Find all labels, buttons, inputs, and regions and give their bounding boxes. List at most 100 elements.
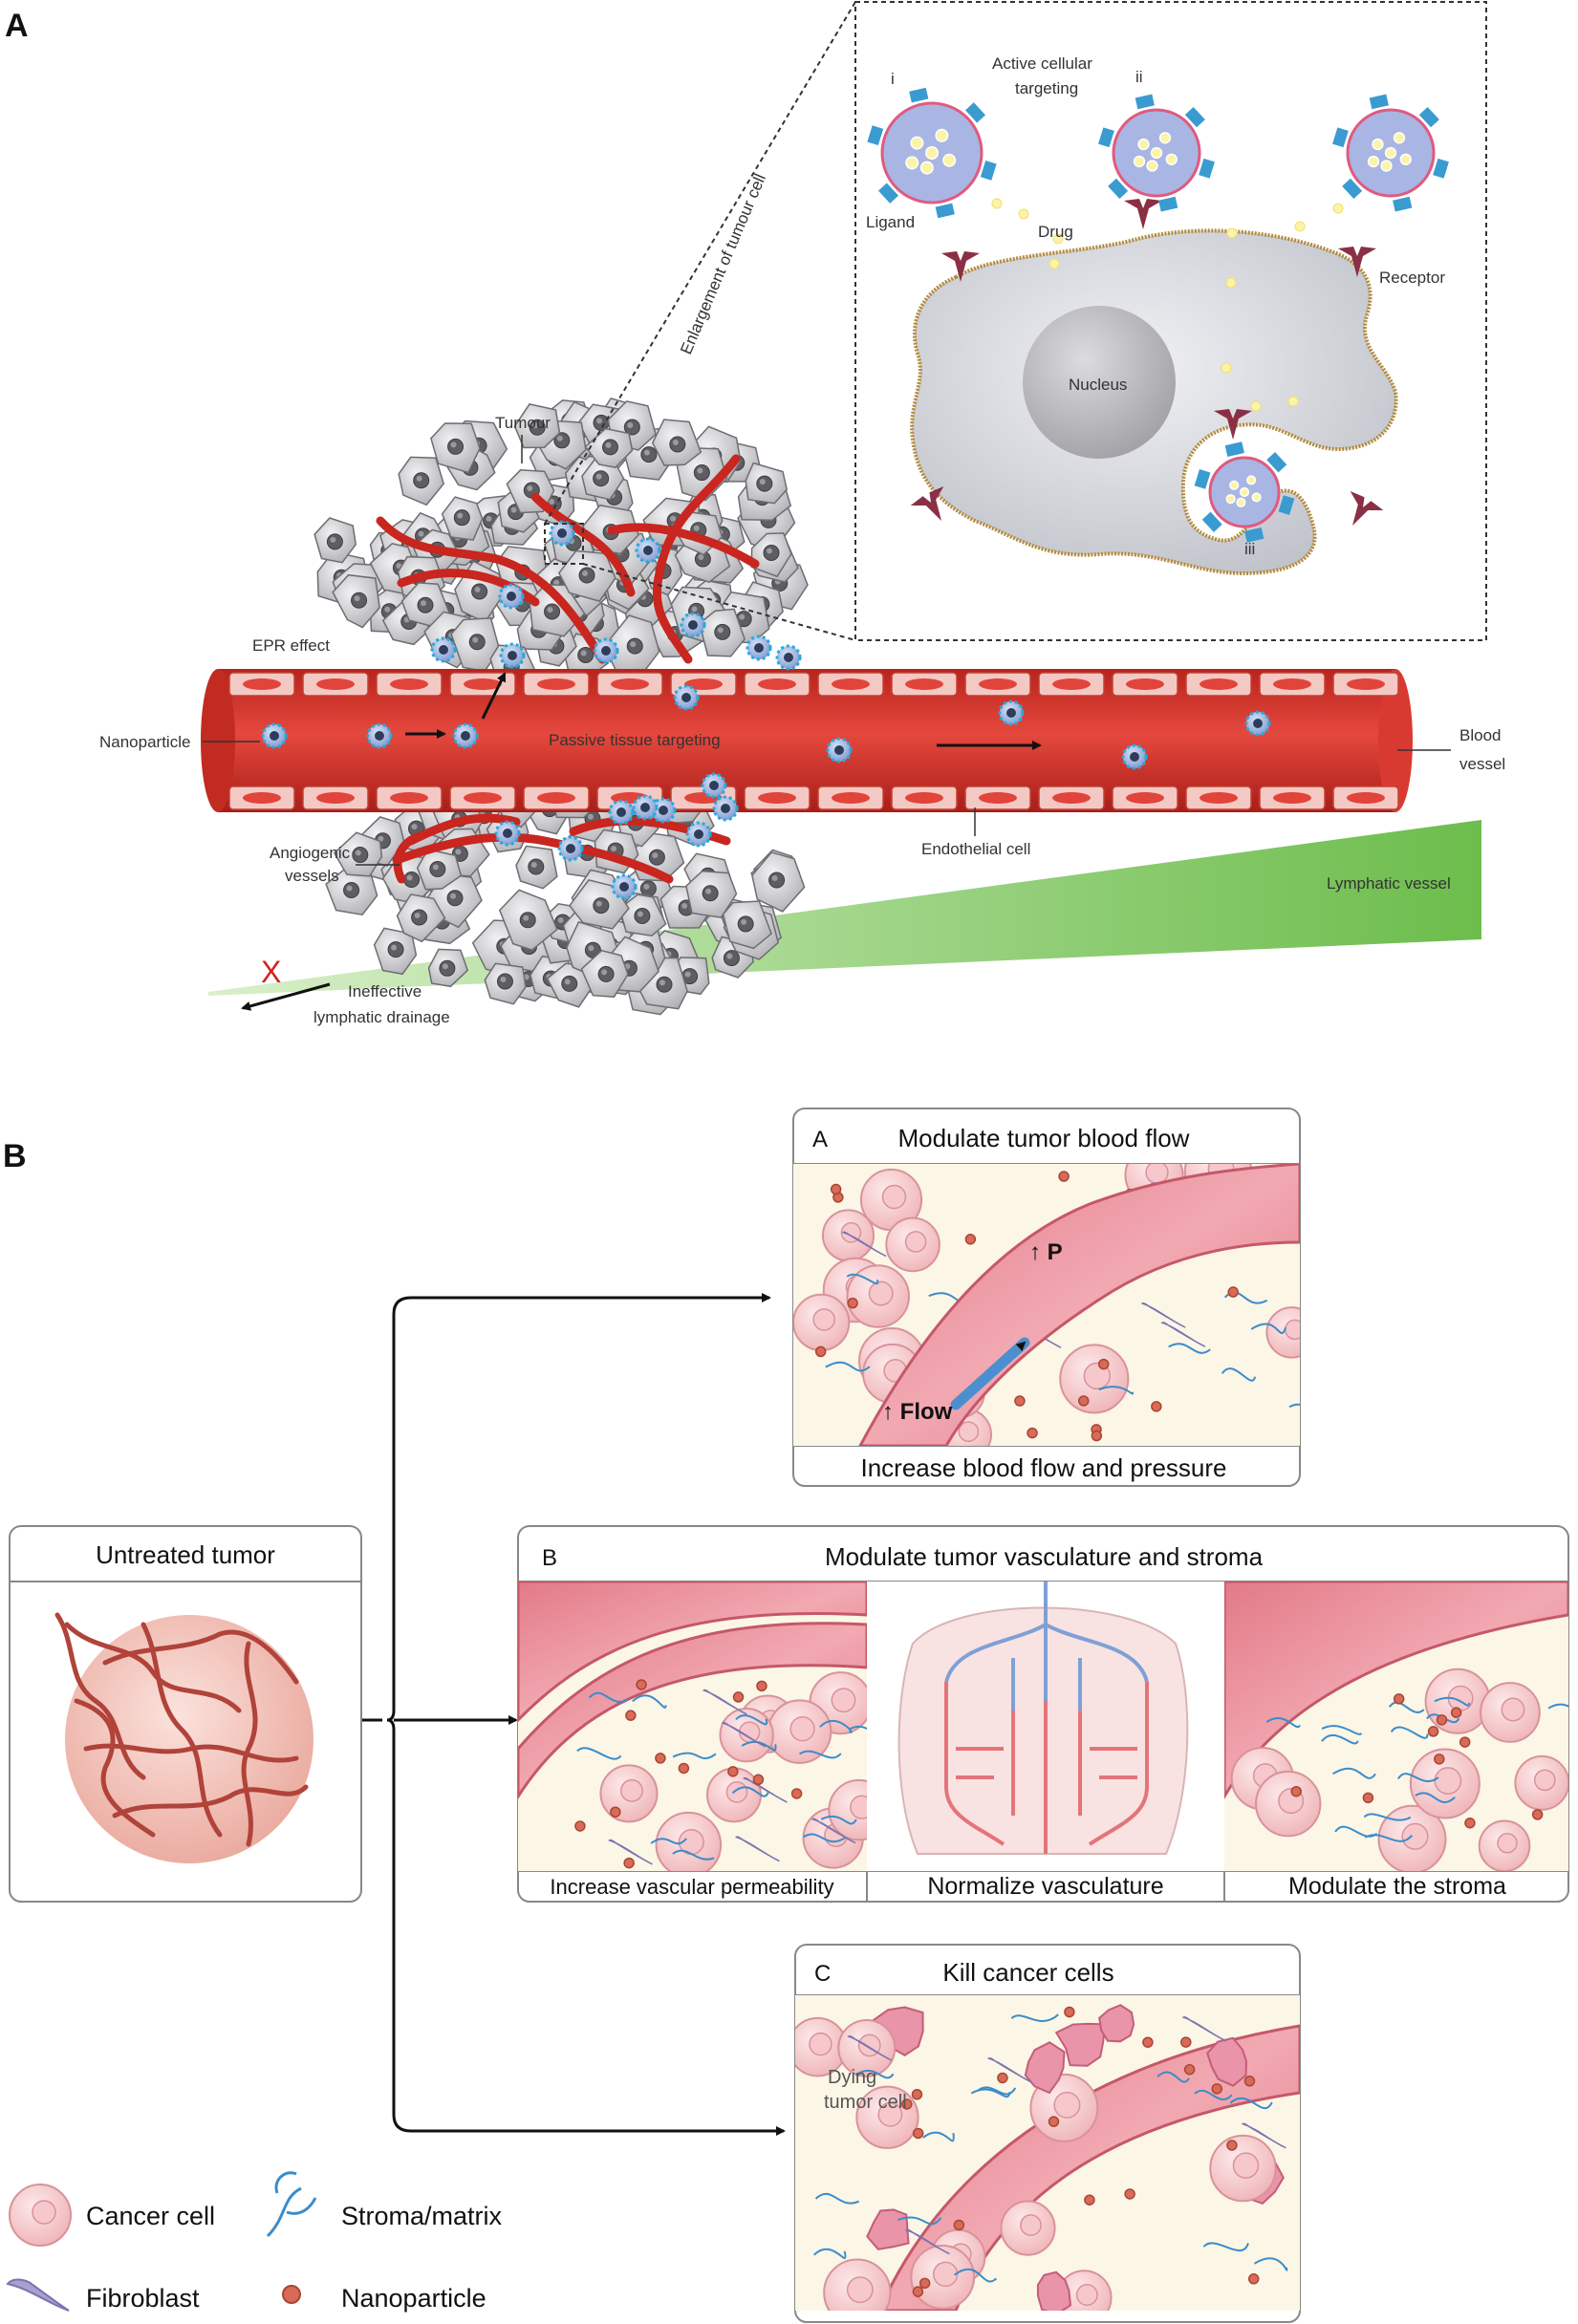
nanoparticle <box>678 1762 690 1775</box>
nanoparticle <box>452 722 479 749</box>
drug-label: Drug <box>1038 223 1073 241</box>
enlargement-label: Enlargement of tumour cell <box>677 171 769 356</box>
ligand <box>1135 94 1155 110</box>
tumour-cell-nucleus-highlight <box>697 467 703 474</box>
tumour-cell-nucleus-highlight <box>759 479 766 485</box>
pressure-label: ↑ P <box>1029 1239 1063 1265</box>
box-b-letter: B <box>542 1545 557 1571</box>
drug-payload <box>1251 492 1262 503</box>
nanoparticle-core <box>688 620 698 630</box>
tumour-cell-nucleus-highlight <box>595 473 602 480</box>
tumour-cell-nucleus-highlight <box>474 587 481 593</box>
stroma-fiber <box>803 1833 847 1843</box>
ligand <box>1108 178 1129 200</box>
nanoparticle-core <box>754 643 764 653</box>
tumour-cell-nucleus-highlight <box>681 902 688 909</box>
nanoparticle <box>1091 1430 1103 1442</box>
dying-tumor-cell <box>1036 2270 1072 2311</box>
tumour-cell-nucleus-highlight <box>553 579 560 586</box>
fibroblast <box>904 2228 950 2255</box>
dying-tumor-cell <box>1024 2041 1066 2095</box>
liposome <box>867 87 997 219</box>
nanoparticle <box>1227 1286 1239 1298</box>
box-b-title: Modulate tumor vasculature and stroma <box>825 1542 1264 1571</box>
fibroblast <box>743 1776 788 1803</box>
nanoparticle <box>685 821 712 848</box>
stroma-fiber <box>1434 1696 1471 1707</box>
endothelial-nucleus <box>905 792 943 804</box>
dying-label-1: Dying <box>828 2067 876 2088</box>
tumour-cell-nucleus-highlight <box>510 506 517 513</box>
endothelial-nucleus <box>243 678 281 690</box>
stroma-fiber <box>953 2268 998 2283</box>
stroma-fiber <box>650 1838 687 1845</box>
tumour-cell-nucleus-highlight <box>670 515 677 522</box>
stroma-fiber <box>1250 1323 1287 1335</box>
panel-a-letter: A <box>5 8 29 44</box>
nanoparticle <box>1226 2140 1238 2151</box>
drainage-label-2: lymphatic drainage <box>313 1008 450 1026</box>
receptor <box>1338 247 1376 277</box>
endothelial-nucleus <box>1273 678 1311 690</box>
drug-payload <box>1367 155 1380 168</box>
drug-payload <box>1133 155 1146 168</box>
endothelial-nucleus <box>390 792 428 804</box>
receptor-shape <box>910 486 944 521</box>
nanoparticle <box>1121 743 1148 770</box>
nanoparticle <box>1290 1785 1302 1797</box>
nanoparticle <box>1243 2076 1256 2087</box>
nanoparticle <box>712 795 739 822</box>
endothelial-nucleus <box>1052 678 1091 690</box>
drug-payload <box>1150 146 1163 160</box>
ligand <box>1332 127 1349 148</box>
nanoparticle <box>1247 2273 1260 2285</box>
drug-molecule <box>1332 203 1344 214</box>
drug-payload <box>1393 132 1406 144</box>
nanoparticle <box>732 1691 745 1703</box>
stroma-fiber <box>848 1725 867 1731</box>
endothelial-nucleus <box>758 792 796 804</box>
tumour-cell-nucleus-highlight <box>652 852 659 859</box>
nanoparticle-core <box>1253 719 1263 728</box>
nanoparticle <box>1084 2194 1095 2206</box>
fibroblast <box>735 1836 780 1862</box>
tumour-cell-nucleus-highlight <box>346 885 353 892</box>
nanoparticle <box>1531 1809 1544 1820</box>
tumour-cell-nucleus-highlight <box>406 874 413 881</box>
tumour-cell-nucleus-highlight <box>580 650 587 656</box>
tumour-cell-nucleus-highlight <box>450 441 457 448</box>
panel-b-letter: B <box>3 1138 27 1174</box>
nanoparticle <box>727 1766 739 1777</box>
nanoparticle <box>790 1788 803 1799</box>
dying-tumor-cell <box>1098 2004 1135 2043</box>
angiogenic-label-2: vessels <box>285 867 339 885</box>
endothelial-nucleus <box>464 792 502 804</box>
numeral-i: i <box>891 70 895 88</box>
nanoparticle-core <box>784 653 793 662</box>
endothelial-nucleus <box>243 792 281 804</box>
endothelial-nucleus <box>1347 678 1385 690</box>
stroma-fiber <box>632 1694 667 1709</box>
tumour-cell-nucleus-highlight <box>355 850 361 856</box>
tumour-cell-nucleus-highlight <box>523 915 530 921</box>
box-b-sub1: Increase vascular permeability <box>550 1875 833 1899</box>
nanoparticle <box>625 1710 637 1721</box>
cancer-cell-nucleus <box>789 1715 815 1742</box>
blood-vessel-segment <box>518 1582 867 1723</box>
tumour-cell-nucleus-highlight <box>486 515 492 522</box>
drug-payload <box>1146 160 1158 172</box>
tumour-cell-nucleus-highlight <box>414 912 421 918</box>
nanoparticle <box>953 2219 965 2231</box>
tumour-cell-nucleus-highlight <box>547 606 553 613</box>
nanoparticle <box>1464 1817 1476 1829</box>
endothelial-nucleus <box>464 678 502 690</box>
endothelial-nucleus <box>758 678 796 690</box>
drug-payload <box>1246 475 1257 485</box>
stroma-fiber <box>1254 2257 1288 2271</box>
nanoparticles-panel-a <box>261 520 1271 900</box>
fibroblast <box>1181 2015 1227 2042</box>
nanoparticle <box>830 1183 842 1195</box>
cancer-cell-nucleus <box>1434 1767 1462 1795</box>
tumour-cell-nucleus-highlight <box>582 570 589 577</box>
box-b-sub2: Normalize vasculature <box>927 1873 1163 1900</box>
